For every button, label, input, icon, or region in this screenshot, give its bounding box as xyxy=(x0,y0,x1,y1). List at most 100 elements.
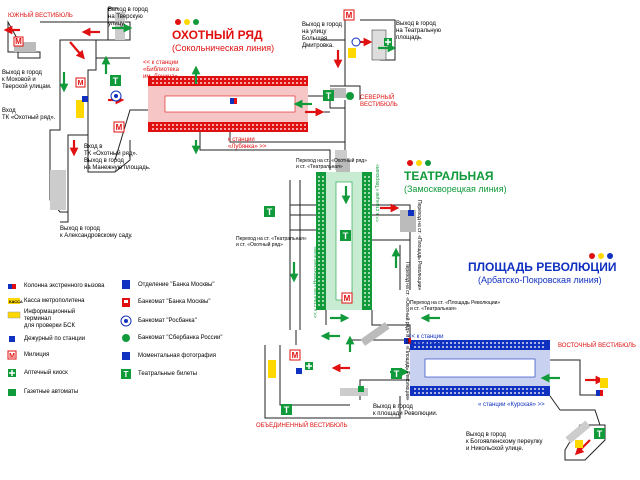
legend-label: Газетные автоматы xyxy=(24,389,79,395)
escalator-united-1 xyxy=(360,322,390,346)
emergency-column-icon xyxy=(8,284,16,289)
theatre-tickets-icon: T xyxy=(323,90,334,101)
svg-text:M: M xyxy=(116,123,123,132)
legend-label: Касса метрополитена xyxy=(24,298,85,304)
exit-bogoyavlensky: Выход в город к Богоявленскому переулку … xyxy=(466,432,543,452)
atm-bank-moscow-icon xyxy=(122,298,130,307)
line-badges-teatralnaya xyxy=(407,160,431,166)
duty-post-icon xyxy=(9,336,15,342)
revolution-line: (Арбатско-Покровская линия) xyxy=(478,275,602,285)
theatre-tickets-icon: T xyxy=(110,75,121,86)
direction-arbatskaya: << к станции «Арбатская» xyxy=(408,334,444,347)
legend-label: Театральные билеты xyxy=(138,371,198,377)
teatralnaya-crosspassages xyxy=(289,180,411,340)
ticket-office-icon xyxy=(8,298,20,304)
svg-text:T: T xyxy=(394,369,400,379)
okhotny-ryad-platform xyxy=(148,76,308,132)
exit-manezh: Выход в город на Манежную площадь. xyxy=(84,158,151,171)
north-vestibule-label: СЕВЕРНЫЙ ВЕСТИБЮЛЬ xyxy=(360,95,398,108)
svg-text:M: M xyxy=(344,294,351,303)
map-service-icons: M T T T T T T T M M M M M xyxy=(13,9,613,448)
stairs-south-1 xyxy=(14,42,36,52)
stairs-south-2 xyxy=(50,170,66,210)
metro-logo: M xyxy=(341,292,353,304)
escalator-east xyxy=(565,420,591,444)
legend-label: Моментальная фотография xyxy=(138,353,216,359)
ticket-office-icon xyxy=(600,378,608,388)
atm-rosbank-icon xyxy=(110,90,122,102)
south-vestibule-label: ЮЖНЫЙ ВЕСТИБЮЛЬ xyxy=(8,13,73,19)
ticket-office-icon xyxy=(575,440,583,448)
legend-label: Информационный терминал для проверки БСК xyxy=(24,309,76,329)
direction-tverskaya: << к станции «Тверская» xyxy=(375,164,381,222)
entrance-okhotny-tk: Вход ТК «Охотный ряд». xyxy=(2,108,56,121)
emergency-column-icon xyxy=(230,98,237,104)
united-vestibule-label: ОБЪЕДИНЕННЫЙ ВЕСТИБЮЛЬ xyxy=(256,423,348,429)
metro-logo: M xyxy=(289,349,301,361)
emergency-column-icon xyxy=(596,390,603,396)
legend-label: Колонна экстренного вызова xyxy=(24,283,105,289)
exit-revolution-square: Выход в город к площади Революции. xyxy=(373,404,438,417)
svg-text:T: T xyxy=(326,91,332,101)
legend-label: Банкомат "Банка Москвы" xyxy=(138,299,211,305)
flow-arrows xyxy=(3,23,605,456)
svg-text:M: M xyxy=(346,11,353,20)
theatre-tickets-icon: T xyxy=(391,368,402,379)
teatralnaya-escalator-top xyxy=(336,158,350,172)
legend-label: Аптечный киоск xyxy=(24,370,68,376)
stairs-south-3 xyxy=(115,12,125,40)
okhotny-connections xyxy=(199,19,396,181)
teatralnaya-title: ТЕАТРАЛЬНАЯ xyxy=(404,169,494,183)
metro-logo-south: M xyxy=(13,36,24,47)
transfer-label-4: Переход на ст. «Охотный ряд» и ст. «Площ… xyxy=(404,262,410,401)
atm-sberbank-icon xyxy=(122,334,130,342)
east-vestibule-label: ВОСТОЧНЫЙ ВЕСТИБЮЛЬ xyxy=(558,343,636,349)
pharmacy-icon xyxy=(305,362,313,370)
legend-label: Банкомат "Росбанка" xyxy=(138,318,197,324)
revolution-platform xyxy=(410,340,550,396)
transfer-label-1: Переход на ст. «Охотный ряд» и ст. «Теат… xyxy=(296,158,367,170)
svg-text:M: M xyxy=(292,351,299,360)
theatre-tickets-icon: T xyxy=(121,369,131,379)
exit-alexandrovsky: Выход в город к Александровскому саду. xyxy=(60,226,133,239)
legend-label: Дежурный по станции xyxy=(24,336,86,342)
transfer-label-3: Переход на ст. «Площадь Революции» и ст.… xyxy=(410,300,501,312)
exit-bolshaya-dmitrovka: Выход в город на улицу Большая Дмитровка… xyxy=(302,22,342,49)
theatre-tickets-icon: T xyxy=(281,404,292,415)
info-terminal-icon xyxy=(7,311,21,319)
svg-text:T: T xyxy=(597,429,603,439)
kassa-label: КАССА xyxy=(9,299,23,304)
pharmacy-icon xyxy=(384,38,392,46)
metro-logo: M xyxy=(113,121,125,133)
svg-text:T: T xyxy=(267,207,273,217)
escalator-united-2 xyxy=(340,388,368,396)
ticket-office-icon xyxy=(76,100,84,118)
teatralnaya-line: (Замоскворецкая линия) xyxy=(404,184,507,194)
okhotny-ryad-title: ОХОТНЫЙ РЯД xyxy=(172,28,263,42)
photo-booth-icon xyxy=(408,210,414,216)
theatre-tickets-icon: T xyxy=(340,230,351,241)
svg-text:M: M xyxy=(78,80,84,87)
photo-booth-icon xyxy=(122,352,130,360)
transfer-label-5: Переход на ст. «Площадь Революции» xyxy=(416,200,422,291)
direction-kurskaya: « станции «Курская» >> xyxy=(478,402,545,408)
legend-icons: M T xyxy=(7,280,132,396)
united-vestibule-corridors xyxy=(264,330,606,461)
ticket-office-icon xyxy=(268,360,276,378)
emergency-column-icon xyxy=(404,338,411,344)
svg-text:M: M xyxy=(9,353,15,360)
svg-text:T: T xyxy=(343,231,349,241)
escalator-north-2 xyxy=(371,29,387,61)
pharmacy-icon xyxy=(8,369,16,377)
legend-label: Отделение "Банка Москвы" xyxy=(138,282,215,288)
svg-text:M: M xyxy=(15,37,22,46)
theatre-tickets-icon: T xyxy=(264,206,275,217)
atm-sberbank-icon xyxy=(346,92,354,100)
line-badges-okhotny xyxy=(175,19,199,25)
ticket-office-icon xyxy=(348,48,356,58)
direction-lubyanka: к станции «Лубянка» >> xyxy=(228,137,267,150)
theatre-tickets-icon: T xyxy=(594,428,605,439)
transfer-label-2: Переход на ст. «Театральная» и ст. «Охот… xyxy=(236,236,307,248)
duty-post-icon xyxy=(82,96,88,102)
